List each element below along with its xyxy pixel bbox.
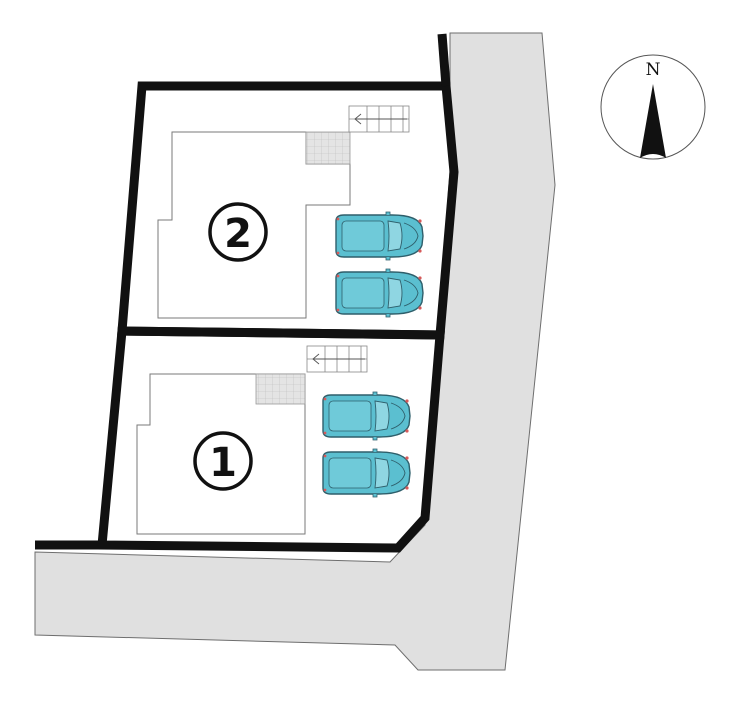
lot-1-parking-car-1 bbox=[322, 391, 411, 441]
lot-1-parking-car-2 bbox=[322, 448, 411, 498]
road bbox=[34, 32, 556, 671]
lot-2-stairs bbox=[348, 105, 410, 133]
lot-1-number: 1 bbox=[209, 440, 237, 486]
lot-boundaries bbox=[35, 33, 459, 553]
north-boundary-stub bbox=[437, 33, 451, 87]
north-arrow-icon bbox=[640, 84, 666, 158]
lot-2-number: 2 bbox=[224, 211, 252, 257]
lot-1-number-badge: 1 bbox=[193, 431, 253, 491]
lot-1-stairs bbox=[306, 345, 368, 373]
north-compass: N bbox=[600, 54, 706, 160]
north-label: N bbox=[646, 60, 661, 80]
lot-2-outline bbox=[117, 81, 459, 340]
lot-1-entrance-tiles bbox=[255, 373, 306, 405]
lot-2-entrance-tiles bbox=[305, 131, 351, 165]
lot-2-parking-car-1 bbox=[335, 211, 424, 261]
lot-2-number-badge: 2 bbox=[208, 202, 268, 262]
lot-1-outline bbox=[97, 326, 445, 553]
lot-2-parking-car-2 bbox=[335, 268, 424, 318]
